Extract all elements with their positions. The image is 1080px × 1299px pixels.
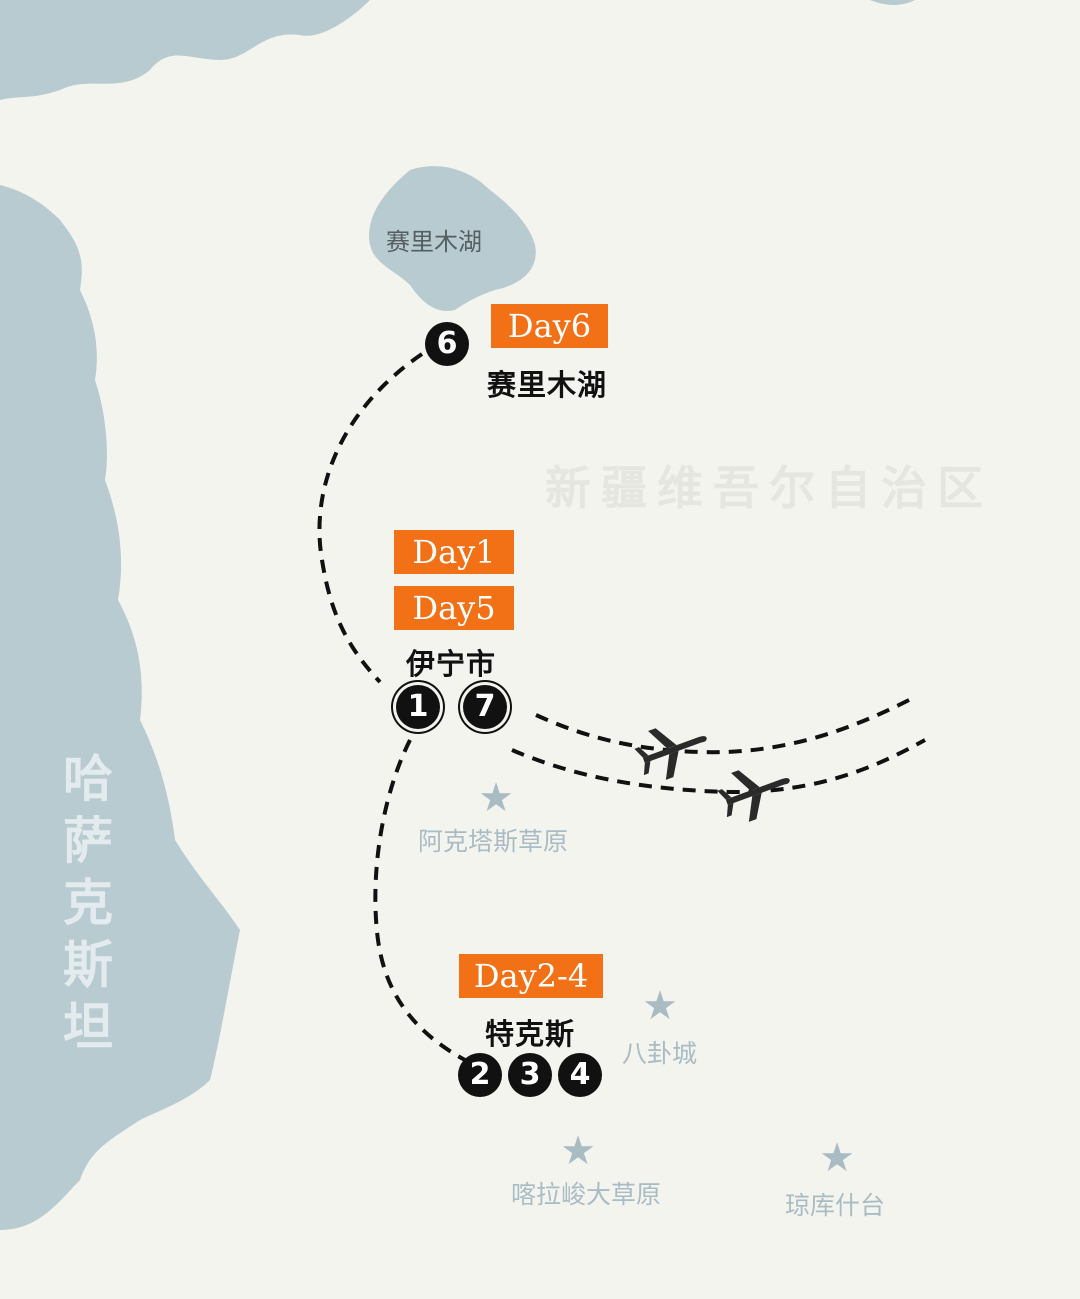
stop-badge-1: 1 [396, 685, 440, 729]
flight-route-1 [535, 695, 916, 755]
day-label-day1: Day1 [394, 530, 514, 574]
lake-label: 赛里木湖 [386, 228, 482, 256]
star-icon: ★ [642, 983, 678, 1029]
star-icon: ★ [560, 1128, 596, 1174]
day-label-day5: Day5 [394, 586, 514, 630]
water-top [0, 0, 370, 100]
stop-name-tekes: 特克斯 [485, 1017, 576, 1051]
country-kazakhstan-label: 哈萨克斯坦 [63, 750, 113, 1056]
region-xinjiang-label: 新疆维吾尔自治区 [545, 461, 993, 515]
flight-route-2 [511, 738, 926, 795]
star-icon: ★ [819, 1135, 855, 1181]
poi-kalajun-grassland: 喀拉峻大草原 [511, 1180, 662, 1209]
stop-badge-2: 2 [458, 1053, 502, 1097]
airplane-icon [717, 770, 790, 822]
star-icon: ★ [478, 775, 514, 821]
day-label-day2-4: Day2-4 [459, 954, 603, 998]
stop-badge-6: 6 [425, 322, 469, 366]
stop-name-yining: 伊宁市 [406, 647, 497, 681]
stop-badge-4: 4 [558, 1053, 602, 1097]
stop-name-sayram: 赛里木湖 [487, 368, 608, 402]
day-label-day6: Day6 [491, 304, 608, 348]
poi-bagua-city: 八卦城 [622, 1039, 698, 1068]
stop-badge-7: 7 [463, 685, 507, 729]
poi-aktas-grassland: 阿克塔斯草原 [418, 827, 569, 856]
sayram-lake [369, 166, 536, 311]
water-top-right [870, 0, 915, 5]
poi-qiongkushitai: 琼库什台 [785, 1191, 886, 1220]
airplane-icon [634, 728, 707, 780]
water-left [0, 185, 240, 1230]
route-sayram-yining [317, 352, 424, 684]
stop-badge-3: 3 [508, 1053, 552, 1097]
route-yining-tekes [373, 739, 466, 1062]
